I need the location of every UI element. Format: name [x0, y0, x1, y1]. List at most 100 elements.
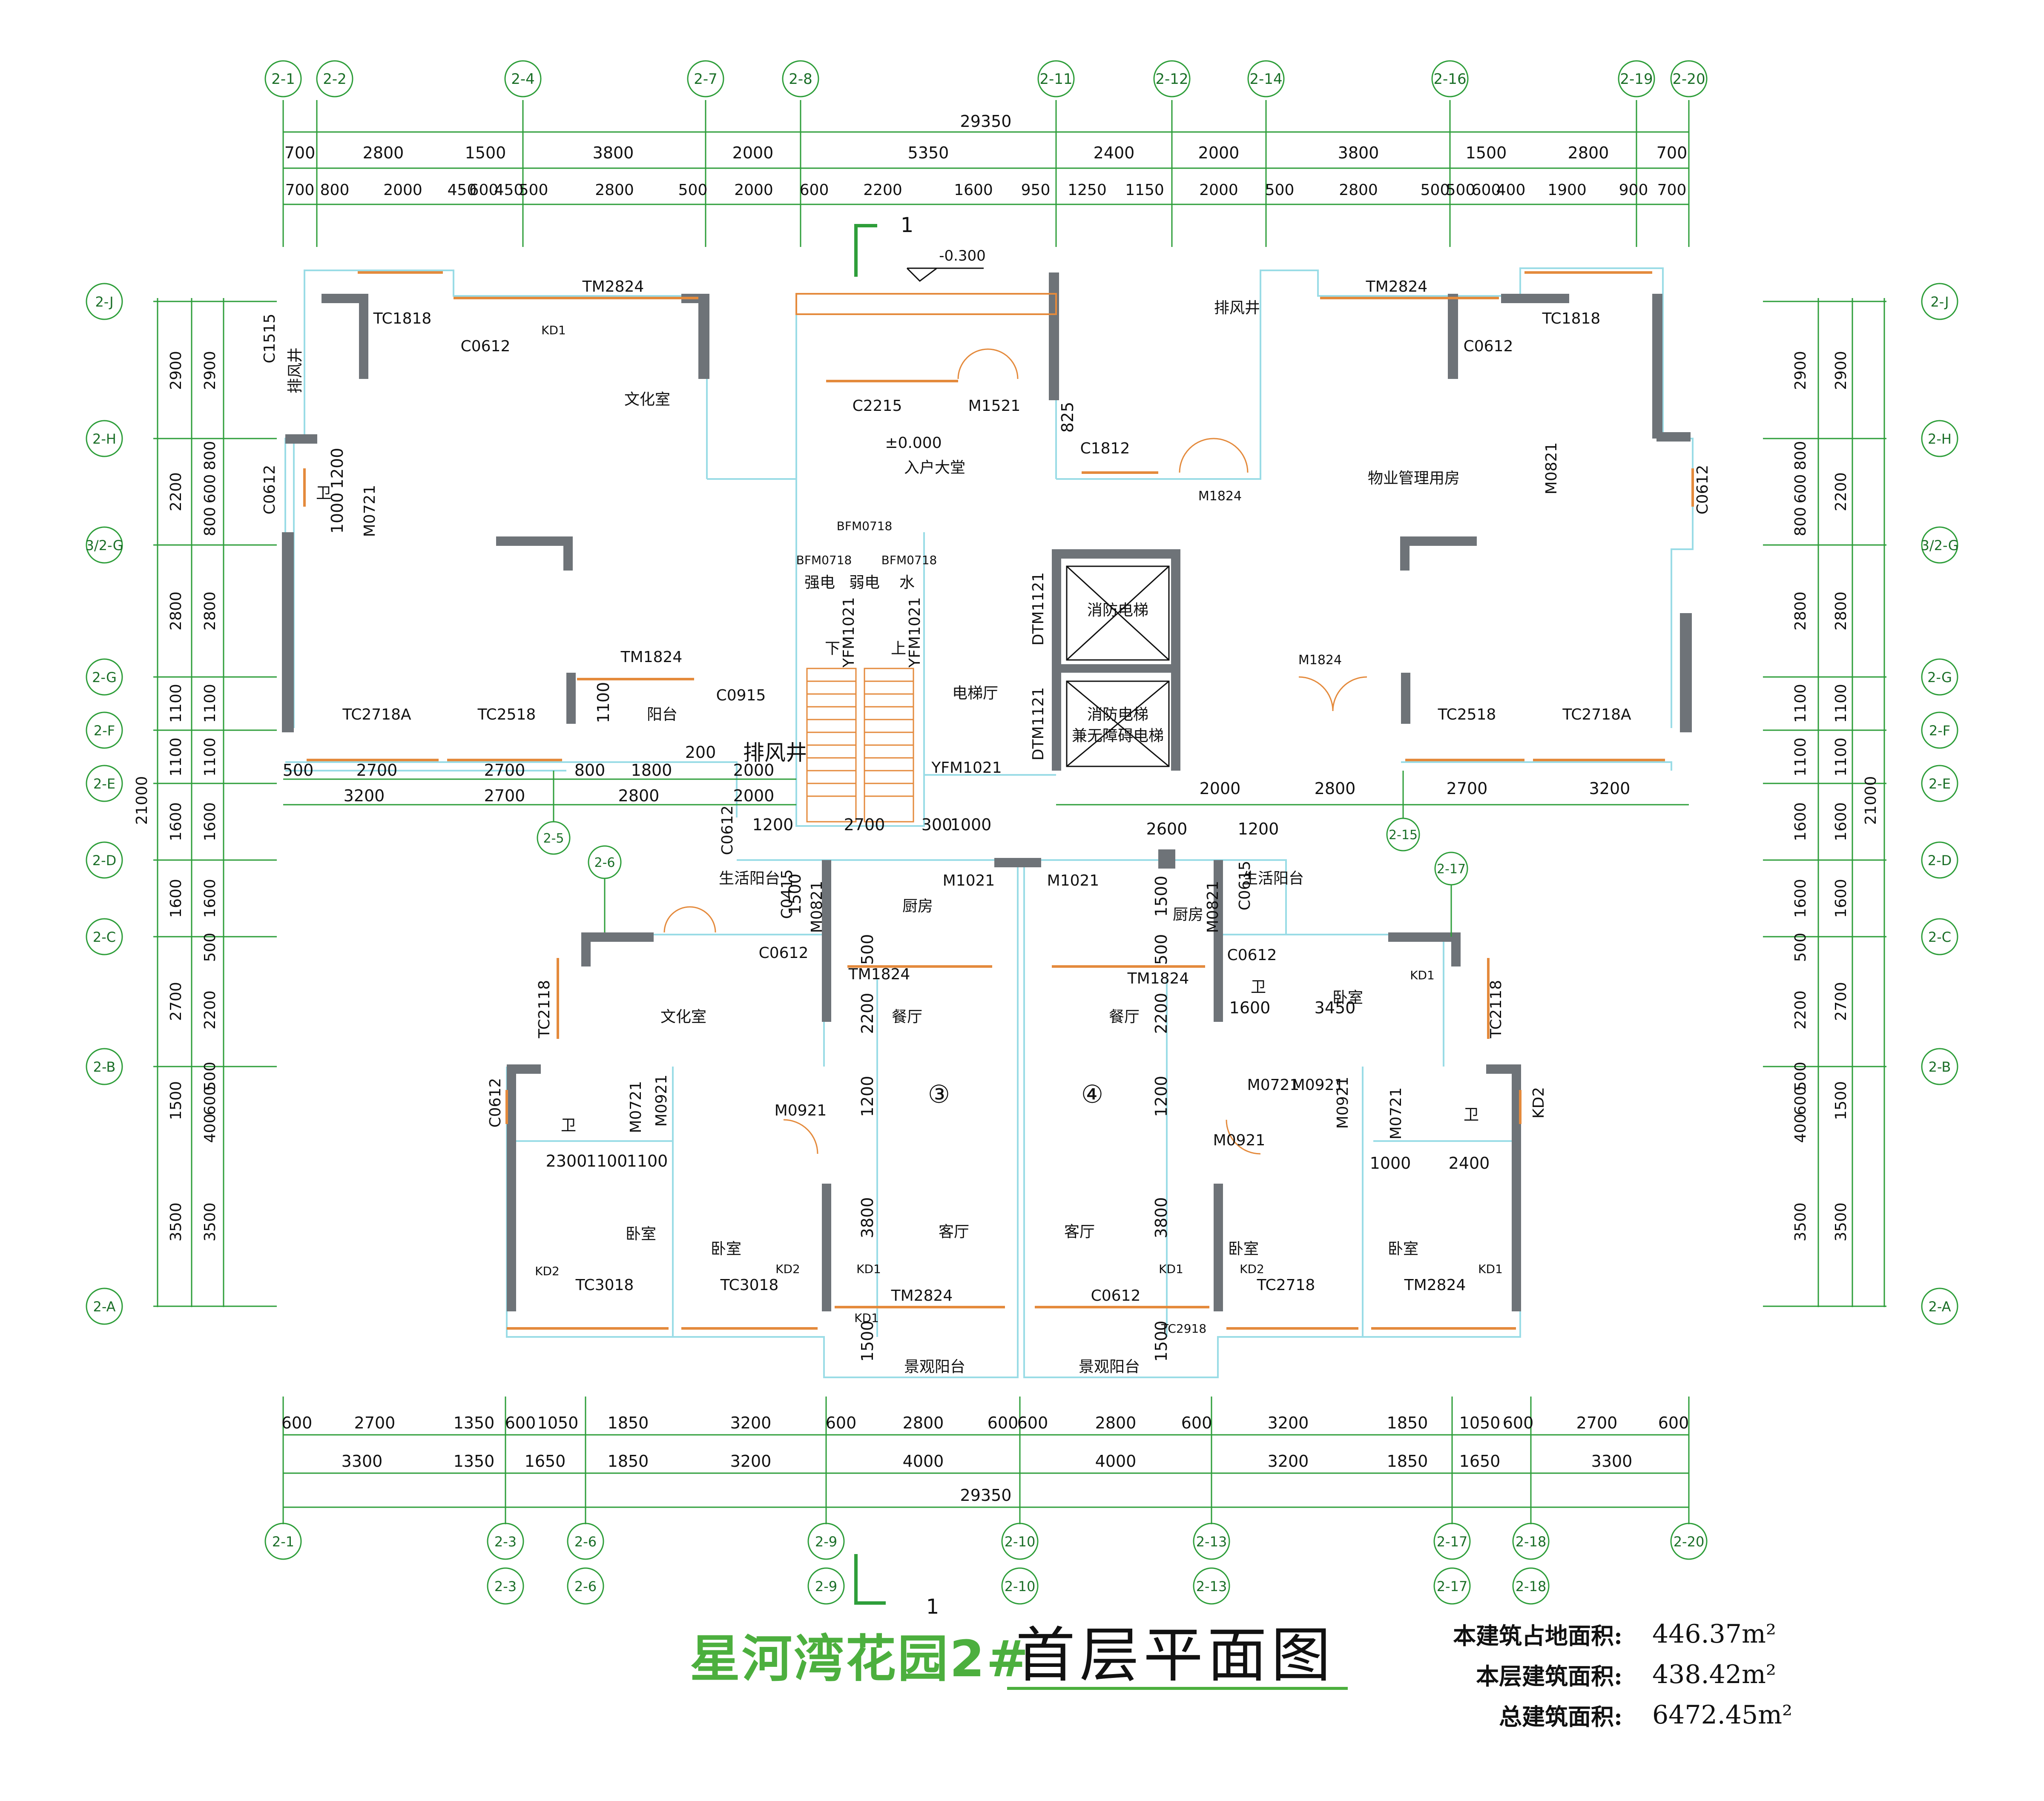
- opening-tm2824-nw: TM2824: [582, 278, 644, 295]
- dim-left-c2-1: 2900: [201, 351, 219, 390]
- dim-vert-14: 3800: [1152, 1197, 1171, 1239]
- dim-bot-r1-13: 600: [1181, 1414, 1212, 1432]
- axis-label-top-5: 2-8: [789, 71, 812, 88]
- dim-left-c1-1: 2900: [167, 351, 185, 390]
- axis-right-10: 2-A: [1928, 1299, 1951, 1315]
- axis-left-1: 2-J: [95, 294, 113, 310]
- room-bedroom-upper-right: 卧室: [1332, 989, 1363, 1007]
- axis-bottom-5: 2-10: [1005, 1534, 1036, 1550]
- dim-vert-1: 1200: [328, 448, 347, 489]
- dim-top-r2-15: 1250: [1068, 181, 1107, 199]
- dim-left-c1-6: 1600: [167, 802, 185, 841]
- dim-mid-l1-3: 2700: [484, 761, 525, 780]
- dim-bot-r2-1: 3300: [342, 1452, 383, 1471]
- dim-top-r2-4: 450: [448, 181, 477, 199]
- dim-bot-r2-11: 3300: [1591, 1452, 1633, 1471]
- section-mark-top: 1 -0.300: [854, 213, 986, 282]
- dim-left-c1-7: 1600: [167, 879, 185, 918]
- axis-label-top-1: 2-1: [271, 71, 295, 88]
- room-exhaust-left: 排风井: [287, 347, 304, 393]
- room-culture-upper: 文化室: [624, 391, 670, 408]
- dim-misc-13: 1100: [627, 1152, 668, 1170]
- door-swings: [663, 348, 1367, 1155]
- opening-kd2-2: KD2: [775, 1262, 800, 1276]
- dim-right-c2-5: 2800: [1792, 591, 1809, 631]
- opening-m1824-n: M1824: [1198, 489, 1242, 504]
- room-living-balcony-left: 生活阳台: [719, 870, 780, 887]
- area-summary: 本建筑占地面积: 446.37m² 本层建筑面积: 438.42m² 总建筑面积…: [1444, 1614, 2031, 1735]
- axis-label-top-7: 2-12: [1155, 71, 1188, 88]
- opening-tc1818-nw: TC1818: [373, 310, 432, 327]
- dim-top-r2-14: 950: [1021, 181, 1051, 199]
- room-weak-elec: 弱电: [849, 574, 880, 591]
- dim-right-c1-2: 2200: [1832, 472, 1850, 511]
- dim-bot-r1-10: 600: [988, 1414, 1019, 1432]
- axis-bottom-9: 2-20: [1674, 1534, 1705, 1550]
- dim-bot-r1-14: 3200: [1268, 1414, 1309, 1432]
- room-living-balcony-right: 生活阳台: [1243, 870, 1304, 887]
- dim-top-r1-2: 2800: [363, 143, 404, 162]
- unit-label-4: ④: [1081, 1080, 1103, 1109]
- room-elevator-hall: 电梯厅: [952, 685, 998, 702]
- dim-right-c2-10: 500: [1792, 933, 1809, 962]
- dim-left-c2-4: 800: [201, 507, 219, 536]
- opening-tc1818-ne: TC1818: [1542, 310, 1601, 327]
- dim-top-r1-5: 2000: [732, 143, 774, 162]
- room-barrier-free: 兼无障碍电梯: [1072, 727, 1164, 745]
- dim-right-c1-1: 2900: [1832, 351, 1850, 390]
- opening-tc3018-l: TC3018: [720, 1276, 779, 1294]
- dim-top-r2-18: 500: [1265, 181, 1295, 199]
- dim-bot-r2-2: 1350: [454, 1452, 495, 1471]
- dim-vert-10: 500: [1152, 934, 1171, 965]
- axis-bottom-4: 2-9: [815, 1534, 837, 1550]
- axis-right-7: 2-D: [1928, 852, 1952, 869]
- room-kitchen-left: 厨房: [902, 898, 933, 915]
- opening-tm1824-l: TM1824: [848, 966, 910, 983]
- opening-tc2718a-w: TC2718A: [342, 706, 411, 723]
- dim-top-r2-8: 2800: [595, 181, 634, 199]
- axis-label-top-9: 2-16: [1433, 71, 1466, 88]
- area-row-floor: 本层建筑面积: 438.42m²: [1444, 1654, 2031, 1695]
- dim-left-c2-12: 500: [201, 1062, 219, 1091]
- opening-kd2-4: KD1: [1478, 1262, 1503, 1276]
- room-bedroom-4: 卧室: [1388, 1240, 1418, 1258]
- dim-vert-11: 1500: [1152, 876, 1171, 917]
- opening-c0615-se: C0615: [1236, 861, 1254, 911]
- axis-inner-2: 2-6: [594, 855, 615, 870]
- opening-m1021-r: M1021: [1047, 872, 1100, 889]
- dim-bot-r2-7: 4000: [1095, 1452, 1137, 1471]
- dim-top-r1-10: 1500: [1466, 143, 1507, 162]
- area-label-floor: 本层建筑面积:: [1476, 1663, 1622, 1690]
- dim-top-r2-11: 600: [800, 181, 829, 199]
- axis-right-3: 3/2-G: [1921, 537, 1958, 553]
- dim-left-c2-3: 600: [201, 474, 219, 504]
- opening-m0821-l: M0821: [808, 881, 826, 933]
- dim-misc-7: 1200: [1238, 820, 1279, 838]
- dim-bot-r1-11: 600: [1017, 1414, 1048, 1432]
- opening-c0612-r: C0612: [1227, 946, 1277, 964]
- dim-mid-l1-1: 500: [283, 761, 314, 780]
- dim-top-r2-24: 1900: [1547, 181, 1587, 199]
- dim-right-c2-13: 600: [1792, 1086, 1809, 1116]
- opening-m0921-l2: M0921: [775, 1102, 827, 1119]
- opening-kd1-1: KD1: [856, 1262, 881, 1276]
- dim-misc-15: 2400: [1449, 1154, 1490, 1173]
- dim-right-c1-10: 3500: [1832, 1202, 1850, 1242]
- opening-m0821-ne: M0821: [1543, 442, 1560, 495]
- room-view-balcony-right: 景观阳台: [1079, 1358, 1140, 1376]
- opening-dtm1121-1: DTM1121: [1030, 572, 1047, 645]
- dim-top-r2-20: 500: [1421, 181, 1450, 199]
- dim-top-r2-12: 2200: [863, 181, 902, 199]
- dim-top-r1-1: 700: [284, 143, 316, 162]
- opening-c0612-ne: C0612: [1464, 338, 1513, 355]
- dim-top-total: 29350: [960, 112, 1012, 131]
- dim-bot-r1-1: 600: [281, 1414, 313, 1432]
- dim-top-r1-7: 2400: [1094, 143, 1135, 162]
- dim-misc-8: 825: [1058, 402, 1077, 433]
- opening-tm2824-sr: C0612: [1091, 1287, 1141, 1305]
- dim-bot-total: 29350: [960, 1486, 1012, 1505]
- axis-label-top-3: 2-4: [511, 71, 535, 88]
- dim-bot-r2-4: 1850: [608, 1452, 649, 1471]
- dim-bot-r1-4: 600: [505, 1414, 536, 1432]
- dim-mid-l1-4: 800: [574, 761, 606, 780]
